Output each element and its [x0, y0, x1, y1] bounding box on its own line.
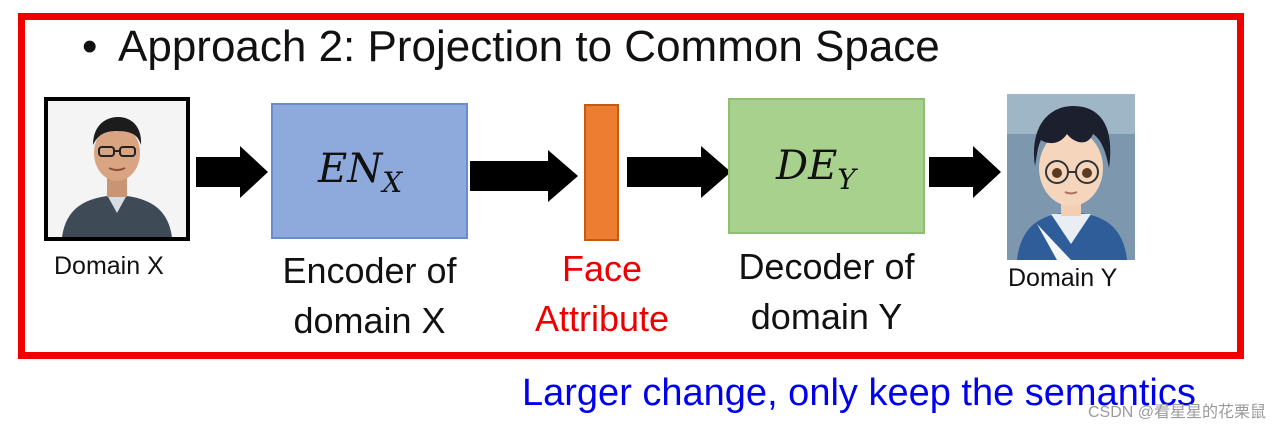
decoder-caption: Decoder of domain Y — [723, 242, 930, 342]
domain-y-label: Domain Y — [1008, 264, 1118, 292]
decoder-symbol: DEY — [776, 143, 856, 196]
domain-x-label: Domain X — [54, 252, 164, 280]
encoder-caption-line2: domain X — [293, 300, 446, 341]
title-bullet: • — [82, 22, 98, 71]
person-photo-icon — [48, 101, 186, 237]
domain-y-photo — [1007, 94, 1135, 260]
decoder-caption-line1: Decoder of — [738, 246, 915, 287]
diagram-frame — [18, 13, 1244, 359]
arrow-right-icon — [627, 146, 731, 198]
encoder-caption-line1: Encoder of — [282, 250, 457, 291]
face-attribute-bar — [584, 104, 619, 241]
watermark: CSDN @看星星的花栗鼠 — [1087, 404, 1266, 421]
arrow-right-icon — [929, 146, 1001, 198]
arrow-right-icon — [196, 146, 268, 198]
encoder-symbol: ENX — [318, 146, 403, 199]
arrow-right-icon — [470, 150, 578, 202]
encoder-block — [271, 103, 468, 239]
domain-x-photo — [44, 97, 190, 241]
face-attribute-caption: Face Attribute — [512, 244, 692, 344]
face-caption-line1: Face — [561, 248, 643, 289]
encoder-caption: Encoder of domain X — [271, 246, 468, 346]
bottom-note: Larger change, only keep the semantics — [522, 372, 1196, 414]
title-text: Approach 2: Projection to Common Space — [118, 22, 940, 71]
anime-character-icon — [1007, 94, 1135, 260]
face-caption-line2: Attribute — [534, 298, 670, 339]
decoder-block — [728, 98, 925, 234]
slide-title: • Approach 2: Projection to Common Space — [82, 18, 940, 76]
decoder-caption-line2: domain Y — [750, 296, 903, 337]
